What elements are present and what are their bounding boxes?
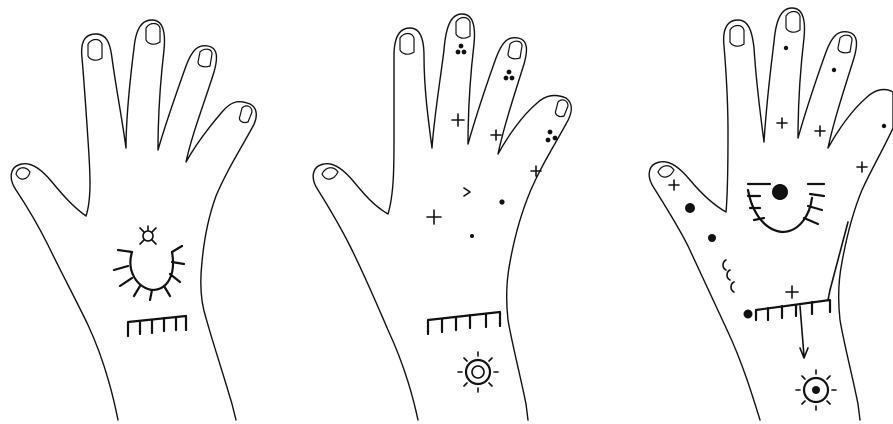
drawing-canvas — [0, 0, 893, 424]
three-hand-drawings — [0, 0, 893, 424]
background — [0, 0, 893, 424]
